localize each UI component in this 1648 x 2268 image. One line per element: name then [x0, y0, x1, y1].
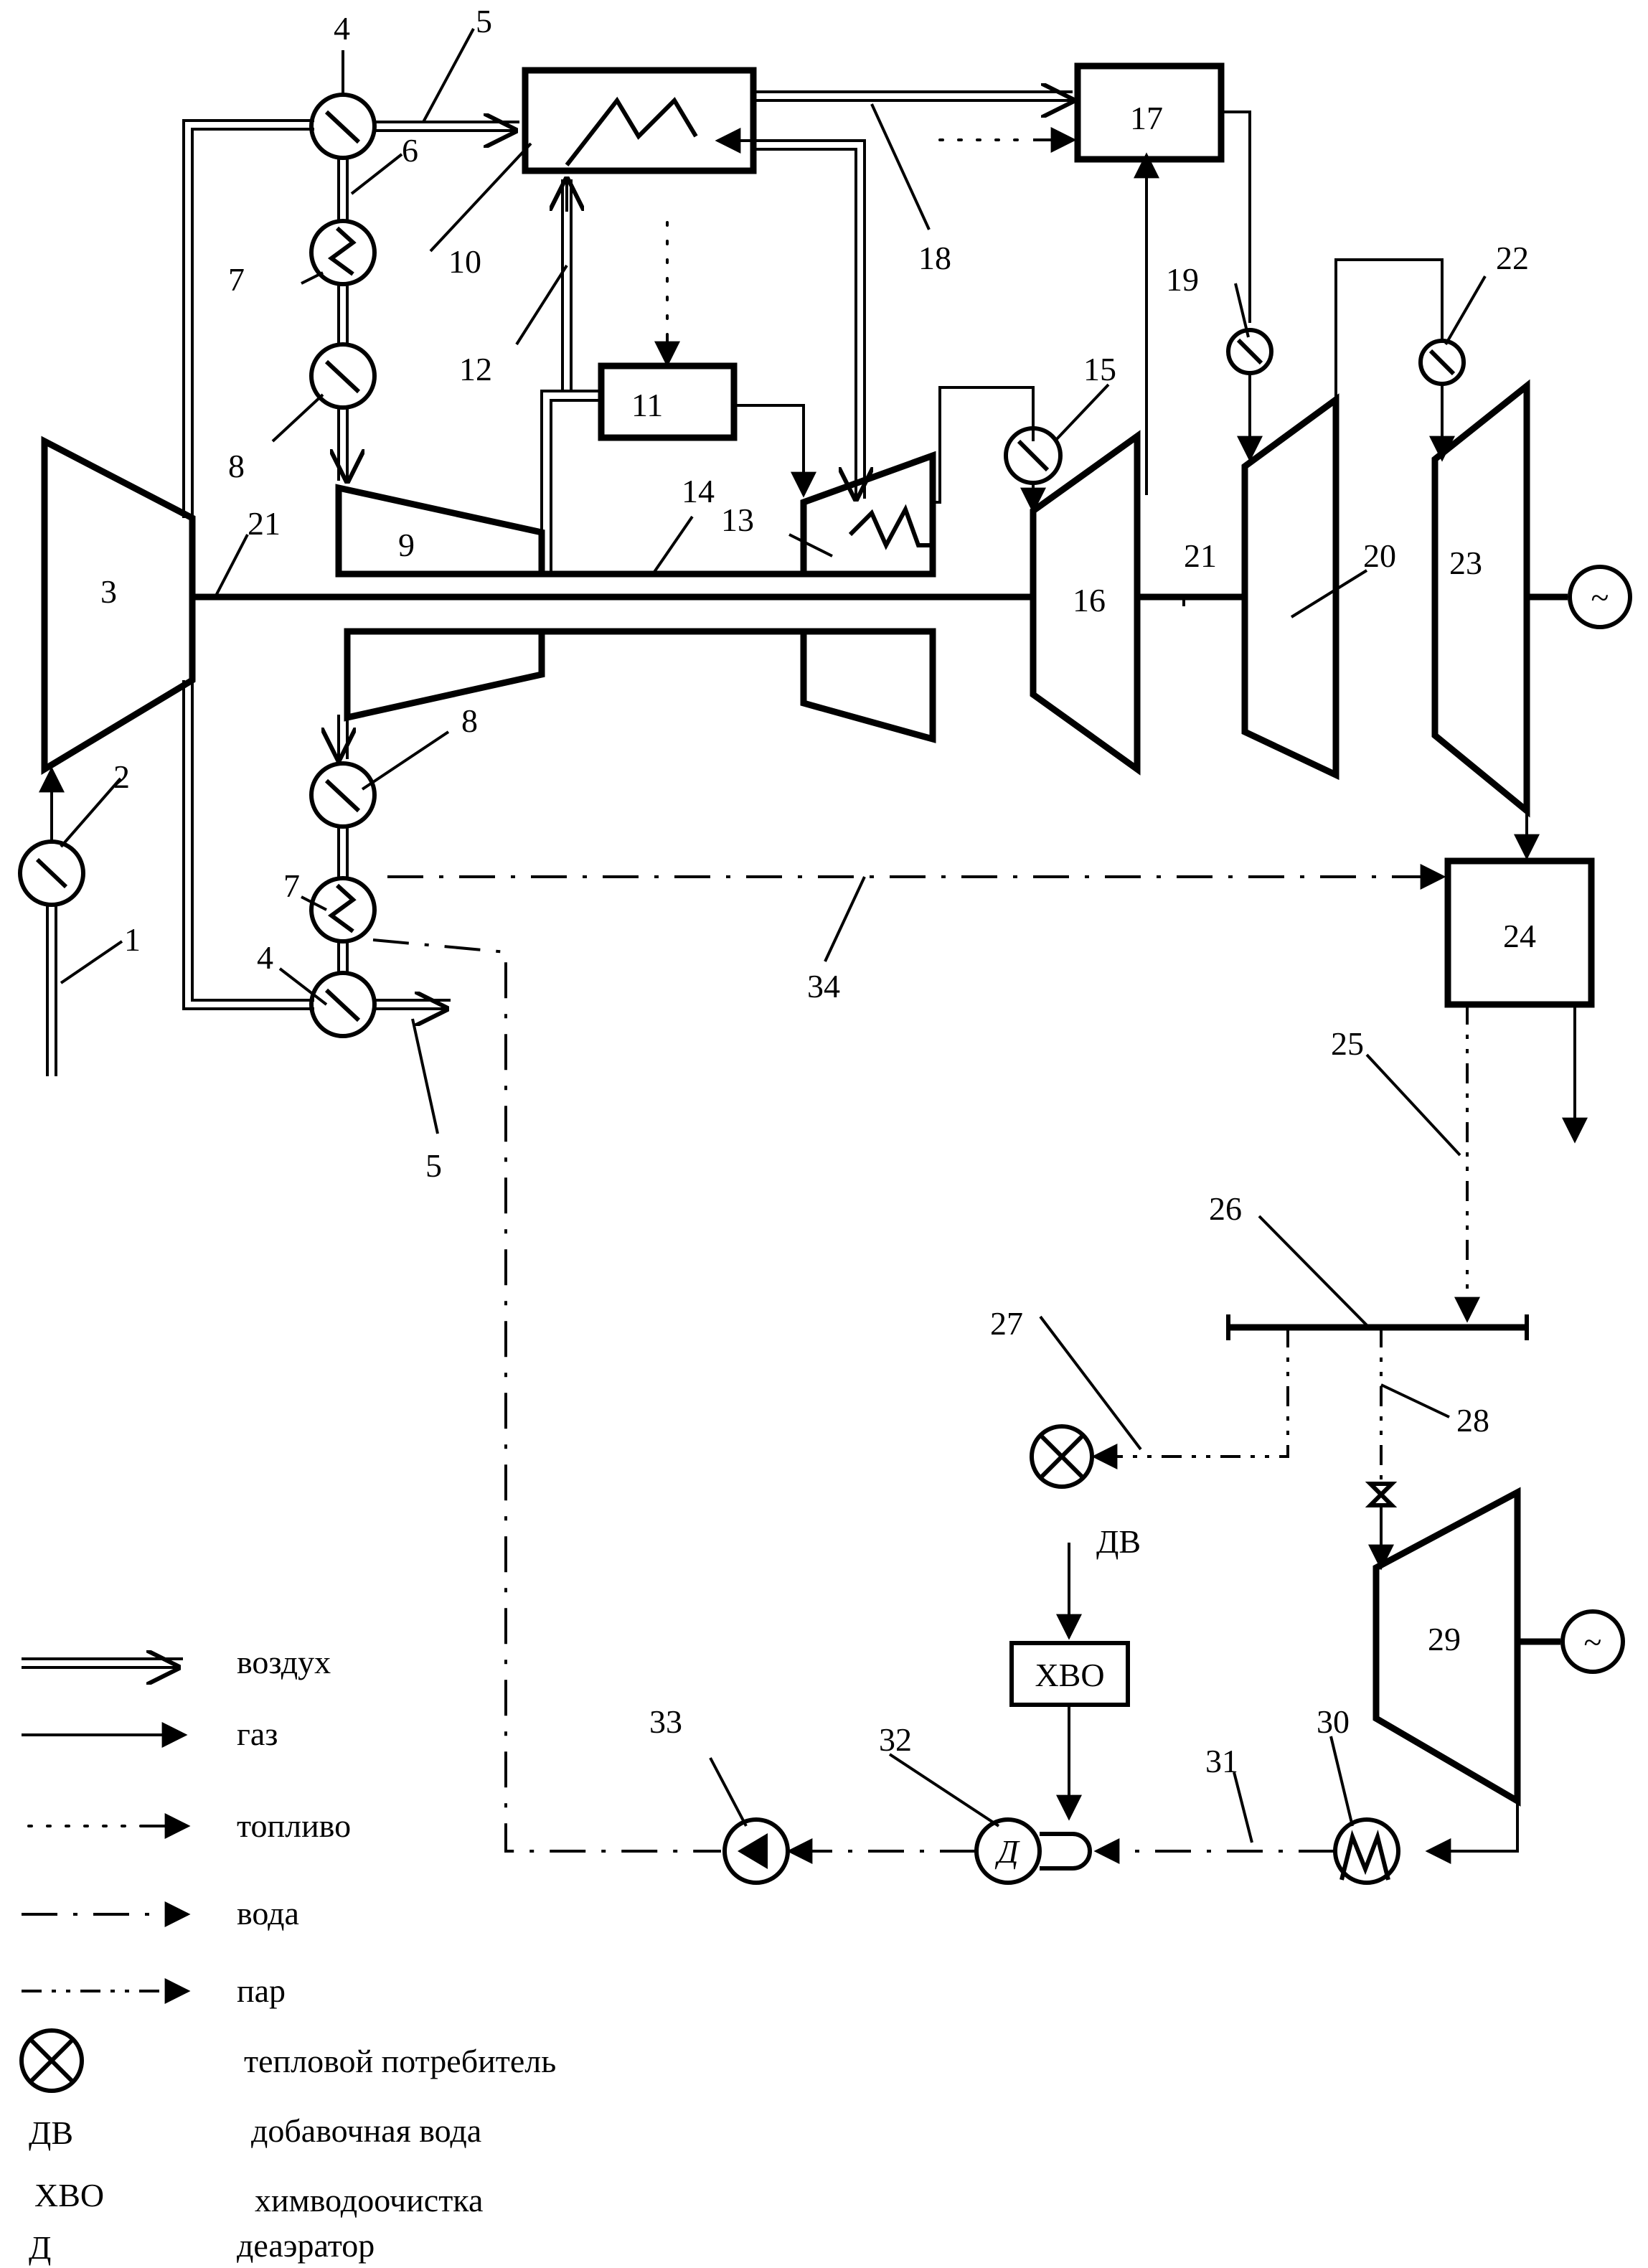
- label-28: 28: [1456, 1402, 1489, 1439]
- label-20: 20: [1363, 537, 1396, 574]
- label-30: 30: [1317, 1703, 1350, 1740]
- legend-dv-abbr: ДВ: [29, 2114, 73, 2151]
- generator-29-symbol: ~: [1584, 1624, 1602, 1660]
- turbine-13-bottom: [804, 631, 933, 739]
- label-5b: 5: [425, 1147, 442, 1184]
- label-10: 10: [448, 243, 481, 280]
- leader-lines: [61, 29, 1485, 1843]
- label-7b: 7: [283, 867, 300, 904]
- line-27: [1094, 1327, 1288, 1457]
- label-7a: 7: [228, 261, 245, 298]
- label-4a: 4: [334, 10, 350, 47]
- label-12: 12: [459, 351, 492, 387]
- label-18: 18: [918, 240, 951, 276]
- hvo-box-label: ХВО: [1035, 1657, 1104, 1693]
- label-34: 34: [807, 968, 840, 1004]
- legend: воздух газ топливо вода пар тепловой пот…: [22, 1644, 556, 2266]
- label-22: 22: [1496, 240, 1529, 276]
- turbine-20: [1245, 400, 1336, 775]
- label-23: 23: [1449, 545, 1482, 581]
- legend-d-abbr: Д: [29, 2229, 51, 2266]
- compressor-3: [44, 441, 192, 769]
- legend-fuel: топливо: [237, 1807, 351, 1844]
- legend-steam: пар: [237, 1972, 286, 2009]
- legend-water: вода: [237, 1895, 299, 1931]
- label-6: 6: [402, 132, 418, 169]
- generator-23-symbol: ~: [1591, 579, 1609, 616]
- legend-heat-consumer: тепловой потребитель: [244, 2043, 556, 2079]
- deaerator-letter: Д: [994, 1833, 1020, 1870]
- heat-exchanger-7-bottom: [311, 878, 375, 941]
- label-11: 11: [631, 387, 663, 423]
- label-5a: 5: [476, 3, 492, 39]
- legend-d-text: деаэратор: [237, 2227, 375, 2264]
- label-27: 27: [990, 1305, 1023, 1342]
- label-17: 17: [1130, 100, 1163, 136]
- label-31: 31: [1205, 1743, 1238, 1779]
- label-8a: 8: [228, 448, 245, 484]
- label-26: 26: [1209, 1190, 1242, 1227]
- label-21a: 21: [248, 505, 281, 542]
- turbine-9-bottom: [347, 631, 542, 717]
- label-21b: 21: [1184, 537, 1217, 574]
- label-4b: 4: [257, 939, 273, 976]
- legend-air: воздух: [237, 1644, 331, 1680]
- legend-gas: газ: [237, 1716, 278, 1752]
- legend-dv-text: добавочная вода: [251, 2112, 481, 2149]
- label-33: 33: [649, 1703, 682, 1740]
- label-25: 25: [1331, 1025, 1364, 1062]
- label-9: 9: [398, 527, 415, 563]
- label-8b: 8: [461, 702, 478, 739]
- dv-label: ДВ: [1096, 1523, 1141, 1560]
- label-32: 32: [879, 1721, 912, 1758]
- label-14: 14: [682, 473, 715, 509]
- label-24: 24: [1503, 918, 1536, 954]
- label-29: 29: [1428, 1621, 1461, 1657]
- label-2: 2: [113, 758, 130, 795]
- legend-hvo-abbr: ХВО: [34, 2177, 104, 2213]
- turbine-23: [1435, 386, 1527, 811]
- recuperator-10: [525, 70, 753, 171]
- air-line-bottom: [192, 680, 314, 1000]
- air-line-top: [192, 129, 314, 518]
- combustor-11: [601, 366, 734, 438]
- turbine-9-top: [339, 488, 542, 574]
- label-19: 19: [1166, 261, 1199, 298]
- legend-hvo-text: химводоочистка: [255, 2182, 483, 2218]
- label-16: 16: [1073, 582, 1106, 618]
- label-1: 1: [124, 921, 141, 958]
- label-13: 13: [721, 502, 754, 538]
- label-15: 15: [1083, 351, 1116, 387]
- label-3: 3: [100, 573, 117, 610]
